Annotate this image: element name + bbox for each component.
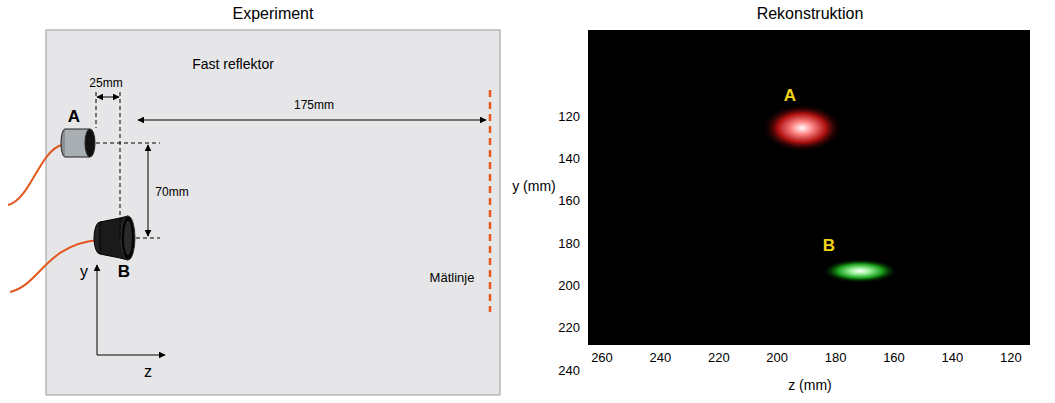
panel-title: Experiment	[233, 5, 314, 23]
tick-label: 200	[558, 279, 580, 293]
tick-label: 180	[825, 351, 847, 365]
reconstruction-image	[588, 30, 1030, 345]
transducer-b	[94, 216, 135, 260]
dimension: 25mm	[89, 77, 122, 90]
tick-label: 180	[558, 237, 580, 251]
axis-label: z	[144, 363, 152, 381]
axis-label: z (mm)	[788, 378, 832, 393]
part-label: A	[784, 87, 796, 106]
tick-label: 200	[766, 351, 788, 365]
dimension: 175mm	[294, 99, 334, 112]
tank	[46, 30, 500, 395]
region-label: Fast reflektor	[192, 57, 274, 72]
axis-arrow	[97, 265, 165, 355]
tick-label: 240	[650, 351, 672, 365]
transducer-a	[61, 129, 95, 157]
tick-label: 160	[558, 194, 580, 208]
part-label: A	[68, 108, 80, 127]
tick-label: 140	[558, 152, 580, 166]
dimension-arrow	[97, 97, 486, 236]
part-label: B	[823, 237, 835, 256]
panel-title: Rekonstruktion	[757, 5, 864, 23]
region-label: Mätlinje	[430, 271, 475, 285]
tick-label: 120	[1000, 351, 1022, 365]
axis-label: y	[80, 263, 88, 281]
cable	[10, 240, 98, 292]
tick-label: 260	[591, 351, 613, 365]
tick-label: 240	[558, 364, 580, 378]
blob-b	[822, 259, 898, 283]
guide-line	[96, 92, 160, 240]
tick-label: 140	[942, 351, 964, 365]
blob-a	[762, 104, 842, 152]
dimension: 70mm	[155, 186, 188, 199]
tick-label: 220	[558, 321, 580, 335]
measurement-line	[489, 90, 492, 312]
axis-label: y (mm)	[512, 179, 556, 194]
tick-label: 160	[883, 351, 905, 365]
tick-label: 220	[708, 351, 730, 365]
part-label: B	[118, 263, 130, 282]
cable	[8, 145, 62, 205]
tick-label: 120	[558, 110, 580, 124]
